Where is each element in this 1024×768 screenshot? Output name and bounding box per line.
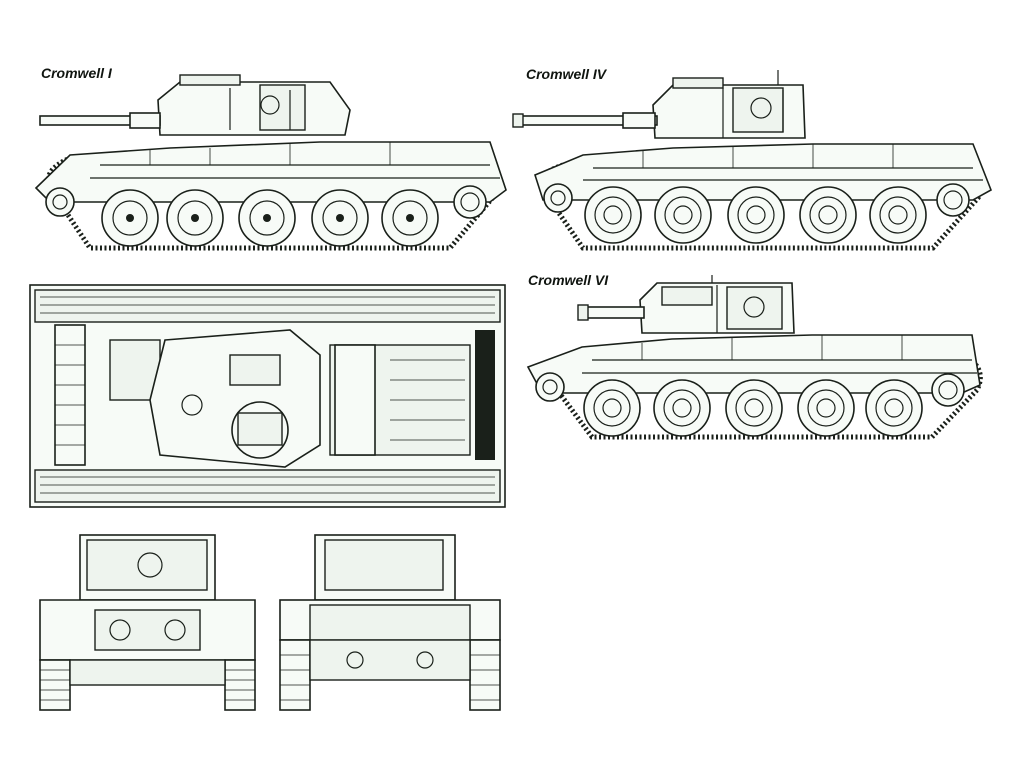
label-cromwell-4: Cromwell IV	[526, 66, 607, 82]
rear-view	[275, 530, 505, 715]
cromwell-6-side-view	[522, 275, 992, 445]
label-cromwell-6: Cromwell VI	[528, 272, 609, 288]
label-cromwell-1: Cromwell I	[41, 65, 112, 81]
top-view	[29, 284, 508, 510]
front-view	[35, 530, 260, 715]
cromwell-4-side-view	[512, 70, 993, 255]
cromwell-1-side-view	[30, 70, 510, 255]
